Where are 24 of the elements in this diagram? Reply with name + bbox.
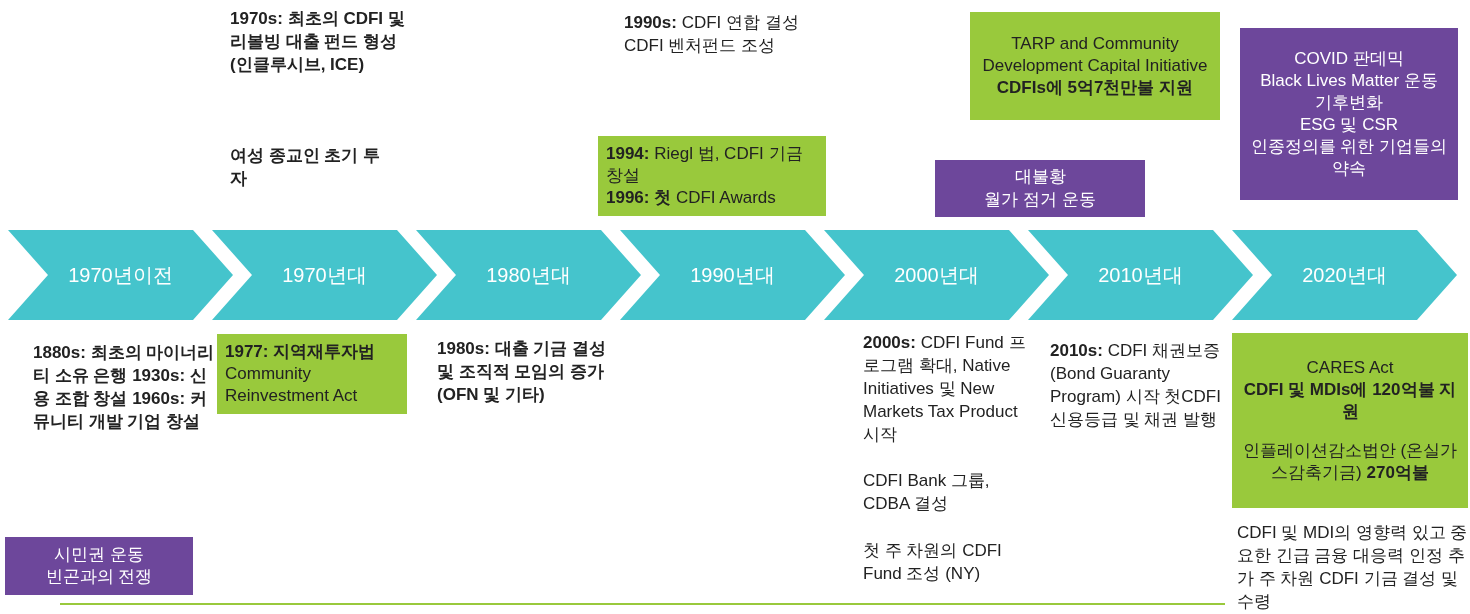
period-banner: 2000년대 bbox=[824, 230, 1049, 320]
period-banner: 2010년대 bbox=[1028, 230, 1253, 320]
period-banner: 1980년대 bbox=[416, 230, 641, 320]
context-box: 시민권 운동 빈곤과의 전쟁 bbox=[5, 537, 193, 595]
event-box: 1977: 지역재투자법 Community Reinvestment Act bbox=[217, 334, 407, 414]
event-box: CARES Act CDFI 및 MDIs에 120억불 지원 인플레이션감소법안 (온실가스감축기금) 270억불 bbox=[1232, 333, 1468, 508]
period-banner: 2020년대 bbox=[1232, 230, 1457, 320]
event-note: 1990s: CDFI 연합 결성 CDFI 벤처펀드 조성 bbox=[624, 12, 800, 57]
context-box: 대불황 월가 점거 운동 bbox=[935, 160, 1145, 217]
period-banner: 1990년대 bbox=[620, 230, 845, 320]
event-box: 1994: Riegl 법, CDFI 기금 창설 1996: 첫 CDFI Awards bbox=[598, 136, 826, 216]
period-banner: 1970년대 bbox=[212, 230, 437, 320]
event-note: 1980s: 대출 기금 결성 및 조직적 모임의 증가(OFN 및 기타) bbox=[437, 338, 607, 406]
event-note: CDFI 및 MDI의 영향력 있고 중요한 긴급 금융 대응력 인정 추가 주 차원 CDFI 기금 결성 및 수령 bbox=[1237, 522, 1469, 613]
event-note: 1880s: 최초의 마이너리티 소유 은행 1930s: 신용 조합 창설 1960s: 커뮤니티 개발 기업 창설 bbox=[33, 342, 216, 433]
event-note: 1970s: 최초의 CDFI 및 리볼빙 대출 펀드 형성 (인클루시브, ICE) bbox=[230, 8, 406, 76]
context-box: COVID 판데믹 Black Lives Matter 운동 기후변화 ESG 및 CSR 인종정의를 위한 기업들의 약속 bbox=[1240, 28, 1458, 200]
event-note: 여성 종교인 초기 투자 bbox=[230, 145, 382, 190]
event-note: 첫 주 차원의 CDFI Fund 조성 (NY) bbox=[863, 540, 1003, 585]
event-box: TARP and Community Development Capital Initiative CDFIs에 5억7천만불 지원 bbox=[970, 12, 1220, 120]
event-note: 2010s: CDFI 채권보증(Bond Guaranty Program) 시작 첫CDFI 신용등급 및 채권 발행 bbox=[1050, 340, 1222, 431]
event-note: 2000s: CDFI Fund 프로그램 확대, Native Initiatives 및 New Markets Tax Product 시작 bbox=[863, 332, 1027, 446]
period-banner: 1970년이전 bbox=[8, 230, 233, 320]
event-note: CDFI Bank 그룹, CDBA 결성 bbox=[863, 470, 991, 515]
